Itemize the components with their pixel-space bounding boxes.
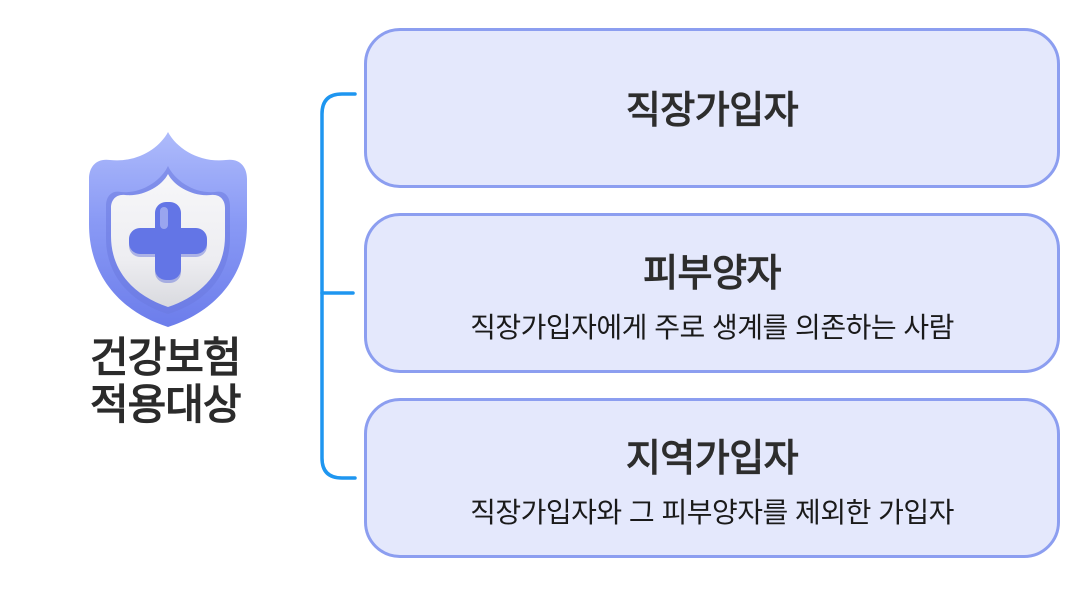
header-label-line1: 건강보험	[90, 334, 242, 381]
category-box-workplace-subscriber: 직장가입자	[364, 28, 1060, 188]
shield-plus-icon	[80, 120, 256, 332]
box-title: 지역가입자	[625, 438, 799, 480]
header-label-line2: 적용대상	[90, 381, 242, 428]
shield-plus-icon-svg	[89, 132, 247, 327]
box-title: 직장가입자	[625, 90, 799, 132]
box-title: 피부양자	[643, 253, 781, 295]
header-label: 건강보험 적용대상	[90, 334, 310, 428]
bracket-connector	[320, 92, 357, 480]
box-subtitle: 직장가입자와 그 피부양자를 제외한 가입자	[470, 497, 954, 528]
category-box-dependent: 피부양자 직장가입자에게 주로 생계를 의존하는 사람	[364, 213, 1060, 373]
category-box-regional-subscriber: 지역가입자 직장가입자와 그 피부양자를 제외한 가입자	[364, 398, 1060, 558]
box-subtitle: 직장가입자에게 주로 생계를 의존하는 사람	[470, 312, 954, 343]
